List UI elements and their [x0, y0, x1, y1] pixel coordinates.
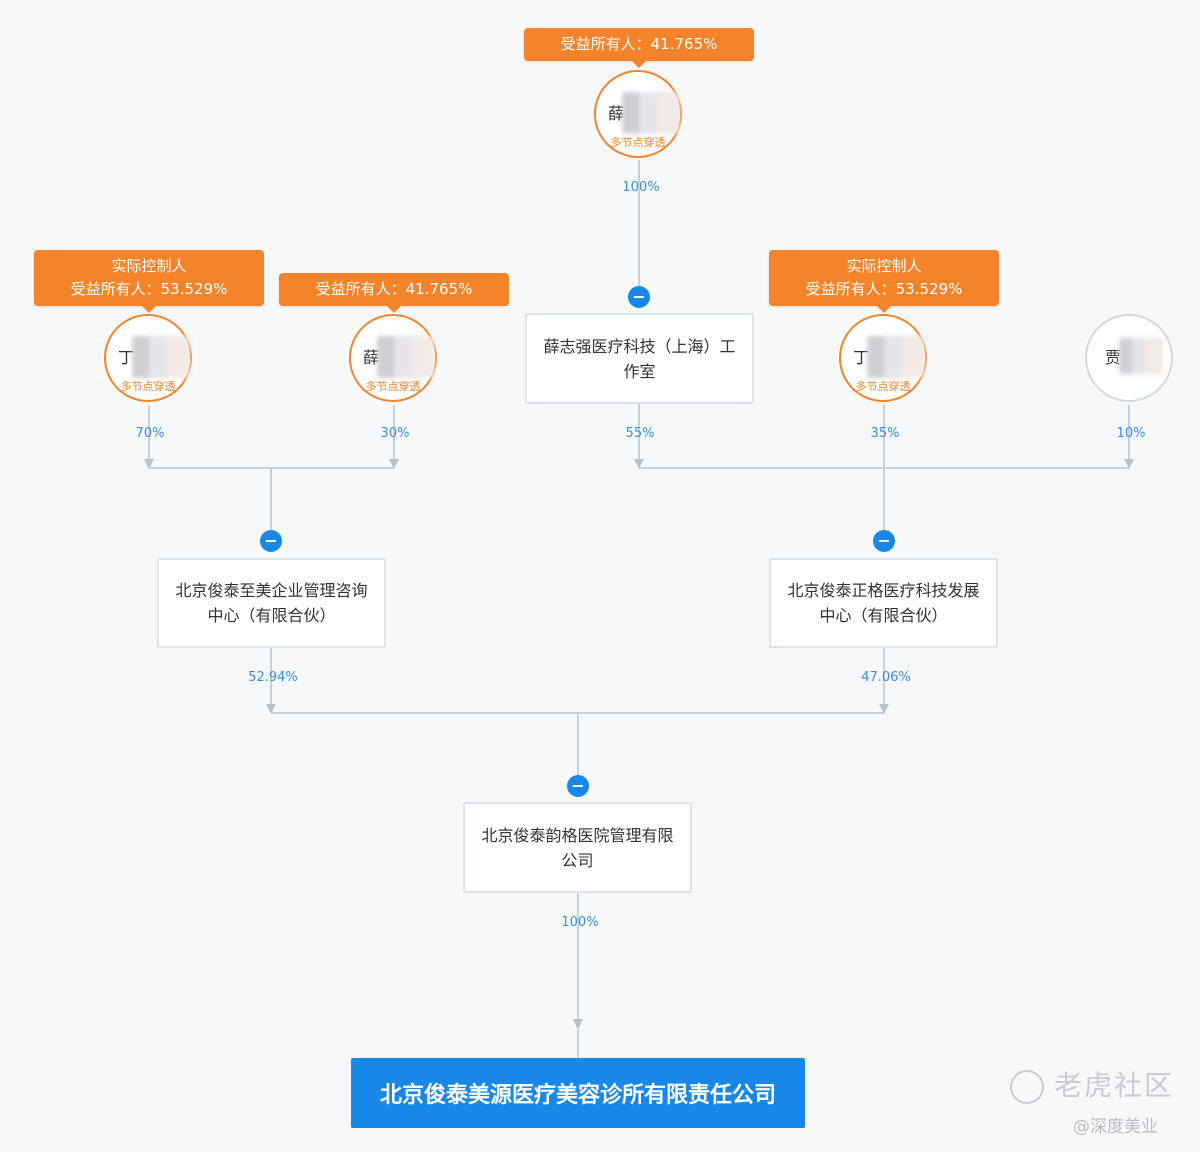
share-percentage: 47.06% [861, 670, 911, 685]
share-percentage: 100% [622, 180, 660, 195]
target-company-node[interactable]: 北京俊泰美源医疗美容诊所有限责任公司 [351, 1058, 805, 1128]
redacted-name-blur [622, 92, 680, 134]
tag-line: 受益所有人：53.529% [70, 280, 228, 298]
collapse-button[interactable]: − [567, 775, 589, 797]
watermark-brand-text: 老虎社区 [1054, 1069, 1175, 1102]
collapse-button[interactable]: − [260, 530, 282, 552]
watermark-brand: 老虎社区 [1010, 1064, 1174, 1104]
controller-tag: 实际控制人 受益所有人：53.529% [34, 250, 264, 313]
entity-name: 北京俊泰韵格医院管理有限公司 [481, 825, 674, 870]
entity-name: 北京俊泰至美企业管理咨询中心（有限合伙） [175, 581, 368, 625]
redacted-name-blur [377, 336, 435, 378]
studio-node[interactable]: 薛志强医疗科技（上海）工作室 [525, 313, 754, 404]
partnership-node[interactable]: 北京俊泰至美企业管理咨询中心（有限合伙） [157, 558, 386, 648]
multi-node-penetration-link[interactable]: 多节点穿透 [120, 380, 176, 393]
person-name: 贾 [1105, 348, 1122, 367]
collapse-button[interactable]: − [873, 530, 895, 552]
multi-node-penetration-link[interactable]: 多节点穿透 [855, 380, 911, 393]
person-name: 丁 [118, 348, 135, 367]
holding-company-node[interactable]: 北京俊泰韵格医院管理有限公司 [463, 802, 692, 893]
share-percentage: 35% [870, 426, 900, 441]
share-percentage: 30% [380, 426, 410, 441]
redacted-name-blur [132, 336, 190, 378]
multi-node-penetration-link[interactable]: 多节点穿透 [365, 380, 421, 393]
tag-line: 受益所有人：41.765% [315, 280, 473, 298]
beneficial-owner-tag: 受益所有人：41.765% [524, 28, 754, 68]
share-percentage: 52.94% [248, 670, 298, 685]
tag-line: 实际控制人 [846, 257, 922, 275]
person-name: 丁 [853, 348, 870, 367]
target-company-name: 北京俊泰美源医疗美容诊所有限责任公司 [379, 1083, 776, 1108]
person-node-top[interactable]: 薛 多节点穿透 [594, 70, 682, 158]
beneficial-owner-tag: 受益所有人：41.765% [279, 273, 509, 313]
entity-name: 薛志强医疗科技（上海）工作室 [543, 336, 736, 381]
share-percentage: 100% [561, 915, 599, 930]
entity-name: 北京俊泰正格医疗科技发展中心（有限合伙） [787, 581, 980, 625]
tag-line: 实际控制人 [111, 257, 187, 275]
person-node[interactable]: 贾 [1085, 314, 1173, 402]
tiger-logo-icon [1010, 1070, 1044, 1104]
person-node[interactable]: 丁 多节点穿透 [839, 314, 927, 402]
collapse-button[interactable]: − [628, 286, 650, 308]
person-node[interactable]: 薛 多节点穿透 [349, 314, 437, 402]
controller-tag: 实际控制人 受益所有人：53.529% [769, 250, 999, 313]
partnership-node[interactable]: 北京俊泰正格医疗科技发展中心（有限合伙） [769, 558, 998, 648]
tag-line: 受益所有人：53.529% [805, 280, 963, 298]
redacted-name-blur [1119, 338, 1163, 374]
multi-node-penetration-link[interactable]: 多节点穿透 [610, 136, 666, 149]
share-percentage: 10% [1116, 426, 1146, 441]
person-node[interactable]: 丁 多节点穿透 [104, 314, 192, 402]
watermark-sub: @深度美业 [1073, 1117, 1158, 1137]
share-percentage: 70% [135, 426, 165, 441]
person-name: 薛 [608, 104, 625, 123]
tag-line: 受益所有人：41.765% [560, 35, 718, 53]
person-name: 薛 [363, 348, 380, 367]
share-percentage: 55% [625, 426, 655, 441]
redacted-name-blur [867, 336, 925, 378]
